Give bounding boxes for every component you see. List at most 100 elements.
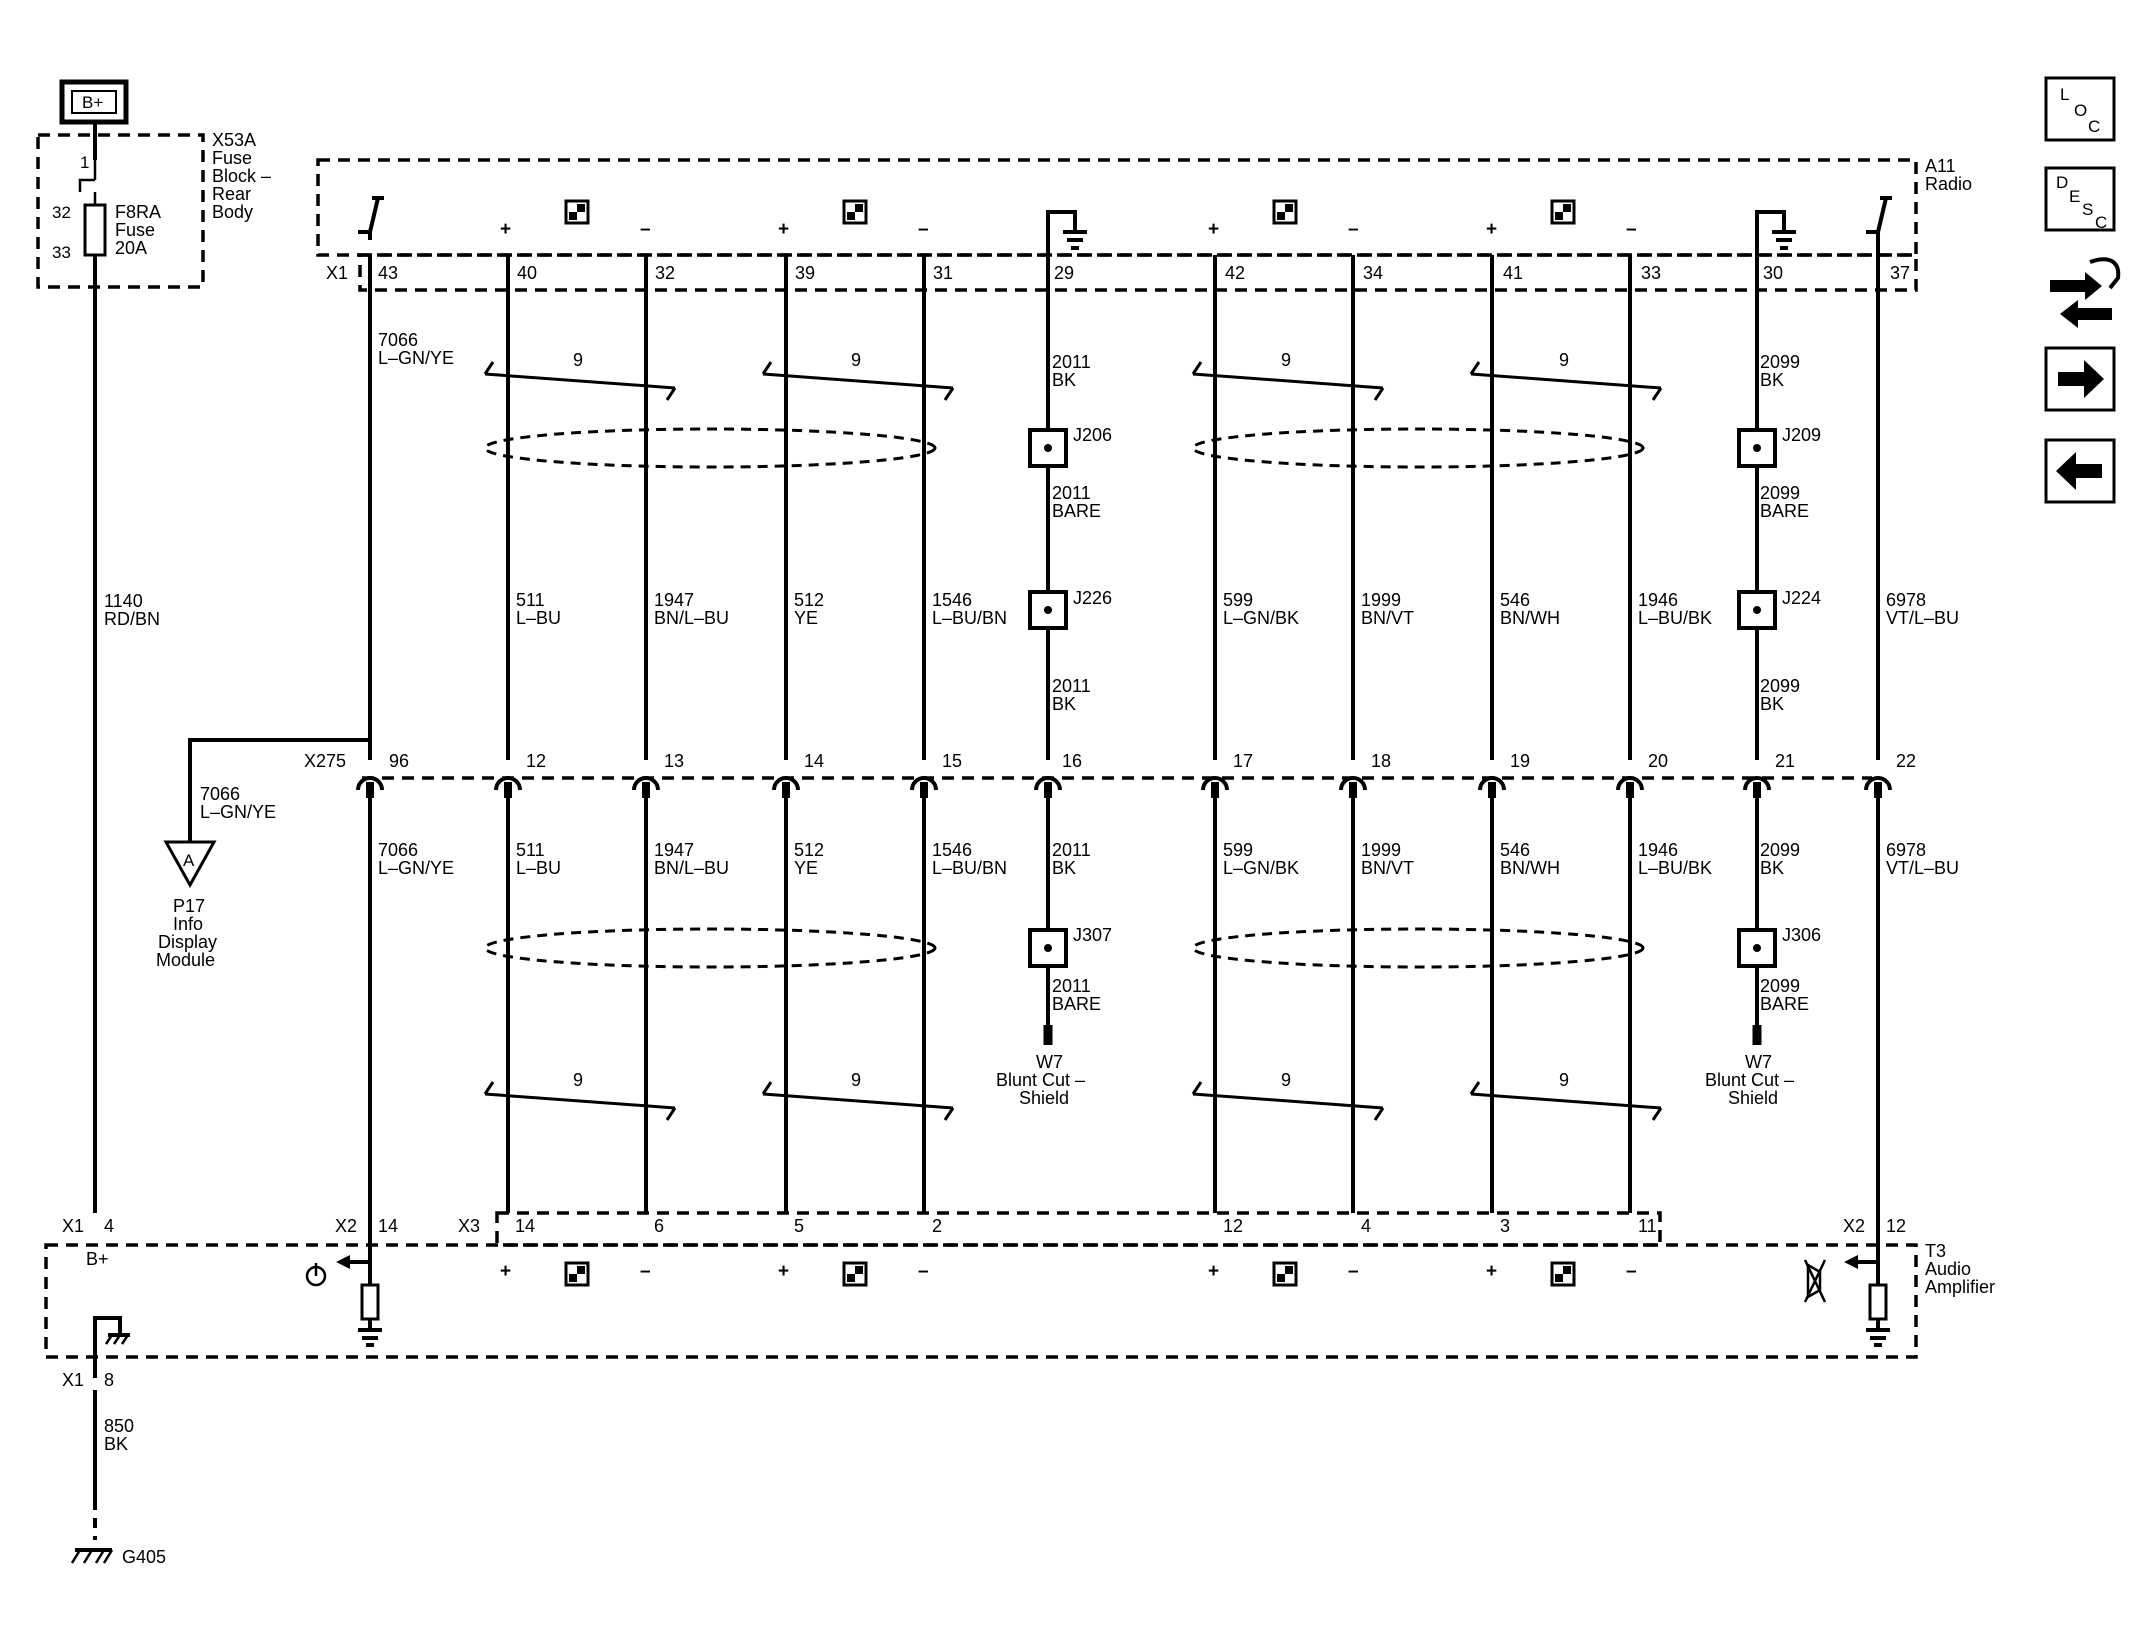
- splice-j306: [1737, 928, 1777, 968]
- speaker-channel-icon: [842, 199, 868, 225]
- svg-text:20: 20: [1648, 751, 1668, 771]
- svg-text:6978: 6978: [1886, 840, 1926, 860]
- svg-text:13: 13: [664, 751, 684, 771]
- svg-text:12: 12: [1886, 1216, 1906, 1236]
- svg-text:11: 11: [1638, 1216, 1657, 1236]
- svg-text:14: 14: [804, 751, 824, 771]
- svg-text:2099: 2099: [1760, 352, 1800, 372]
- svg-text:12: 12: [526, 751, 546, 771]
- svg-text:599: 599: [1223, 590, 1253, 610]
- fuse-pin-33: 33: [52, 243, 71, 262]
- svg-text:O: O: [2074, 101, 2087, 120]
- svg-text:BARE: BARE: [1052, 501, 1101, 521]
- splice-j224-label: J224: [1782, 588, 1821, 608]
- display-module-name-1: P17: [173, 896, 205, 916]
- svg-text:BK: BK: [1052, 370, 1076, 390]
- inline-terminals: [356, 776, 1892, 798]
- svg-text:–: –: [1348, 219, 1359, 240]
- twisted-pair-label: 9: [1281, 350, 1291, 370]
- splice-j209-label: J209: [1782, 425, 1821, 445]
- svg-text:X1: X1: [62, 1370, 84, 1390]
- svg-text:Blunt Cut –: Blunt Cut –: [996, 1070, 1085, 1090]
- svg-text:BK: BK: [1760, 370, 1784, 390]
- twisted-pair-marker: 9: [1469, 350, 1663, 401]
- display-module-name-3: Display: [158, 932, 217, 952]
- svg-text:E: E: [2069, 187, 2080, 206]
- inline-terminal: [772, 776, 800, 798]
- svg-text:14: 14: [515, 1216, 535, 1236]
- svg-text:BN/L–BU: BN/L–BU: [654, 608, 729, 628]
- inline-pins: 96 12 13 14 15 16 17 18 19 20 21 22: [389, 751, 1916, 771]
- speaker-channel-icon: [564, 199, 590, 225]
- twisted-pair-label: 9: [1559, 1070, 1569, 1090]
- amplifier-outline: [44, 1243, 1918, 1359]
- svg-text:+: +: [778, 1261, 789, 1282]
- svg-text:2: 2: [932, 1216, 942, 1236]
- svg-text:+: +: [1486, 219, 1497, 240]
- svg-text:A: A: [183, 851, 195, 870]
- splice-j224: [1737, 590, 1777, 630]
- svg-text:Shield: Shield: [1728, 1088, 1778, 1108]
- svg-text:2099: 2099: [1760, 840, 1800, 860]
- connector-end-view-icon[interactable]: [2050, 257, 2121, 328]
- desc-button[interactable]: D E S C: [2044, 166, 2116, 232]
- amplifier-ref: T3: [1925, 1241, 1946, 1261]
- svg-text:29: 29: [1054, 263, 1074, 283]
- svg-text:VT/L–BU: VT/L–BU: [1886, 858, 1959, 878]
- loc-button[interactable]: L O C: [2044, 76, 2116, 142]
- svg-text:1546: 1546: [932, 840, 972, 860]
- svg-text:C: C: [2088, 117, 2100, 136]
- branch-circuit-num: 7066: [200, 784, 240, 804]
- shield-j306: [1191, 927, 1645, 969]
- battery-power-source: B+: [59, 79, 129, 125]
- svg-text:2011: 2011: [1052, 976, 1091, 996]
- svg-text:32: 32: [655, 263, 675, 283]
- svg-text:BARE: BARE: [1760, 501, 1809, 521]
- next-page-button[interactable]: [2044, 346, 2116, 412]
- speaker-channel-icon: [842, 1261, 868, 1287]
- svg-text:6: 6: [654, 1216, 664, 1236]
- speaker-channel-icon: [1272, 199, 1298, 225]
- inline-terminal: [494, 776, 522, 798]
- wire-harness: [368, 240, 1880, 1260]
- twisted-pair-marker: 9: [1191, 350, 1385, 401]
- svg-text:41: 41: [1503, 263, 1523, 283]
- svg-text:W7: W7: [1745, 1052, 1772, 1072]
- fuse-block-name-3: Rear: [212, 184, 251, 204]
- fuse-block-name-4: Body: [212, 202, 253, 222]
- previous-page-button[interactable]: [2044, 438, 2116, 504]
- svg-text:L–BU/BN: L–BU/BN: [932, 858, 1007, 878]
- fuse-name-1: F8RA: [115, 202, 161, 222]
- amplifier-ground-icon: [93, 1316, 130, 1378]
- svg-text:BN/VT: BN/VT: [1361, 858, 1414, 878]
- svg-text:+: +: [1208, 219, 1219, 240]
- svg-text:B+: B+: [86, 1249, 109, 1269]
- svg-text:4: 4: [104, 1216, 114, 1236]
- svg-text:1946: 1946: [1638, 590, 1678, 610]
- svg-text:X1: X1: [62, 1216, 84, 1236]
- upper-circuit-labels: 7066 L–GN/YE 2011 BK 2011 BARE 2011 BK 2…: [378, 330, 1959, 714]
- svg-text:VT/L–BU: VT/L–BU: [1886, 608, 1959, 628]
- svg-text:+: +: [778, 219, 789, 240]
- svg-text:96: 96: [389, 751, 409, 771]
- battery-label: B+: [82, 93, 103, 112]
- svg-text:34: 34: [1363, 263, 1383, 283]
- svg-text:X2: X2: [1843, 1216, 1865, 1236]
- inline-terminal: [1339, 776, 1367, 798]
- svg-text:BARE: BARE: [1052, 994, 1101, 1014]
- fuse-pin-32: 32: [52, 203, 71, 222]
- splice-j226-label: J226: [1073, 588, 1112, 608]
- svg-text:2099: 2099: [1760, 976, 1800, 996]
- svg-text:L: L: [2060, 85, 2069, 104]
- svg-text:–: –: [640, 219, 651, 240]
- speaker-channel-icon: [1272, 1261, 1298, 1287]
- inline-terminal: [1201, 776, 1229, 798]
- svg-text:39: 39: [795, 263, 815, 283]
- svg-text:1999: 1999: [1361, 590, 1401, 610]
- svg-text:C: C: [2095, 213, 2107, 232]
- shield-end-right: W7 Blunt Cut – Shield: [1705, 1052, 1794, 1108]
- svg-text:1947: 1947: [654, 590, 694, 610]
- radio-ref: A11: [1925, 156, 1956, 176]
- svg-text:16: 16: [1062, 751, 1082, 771]
